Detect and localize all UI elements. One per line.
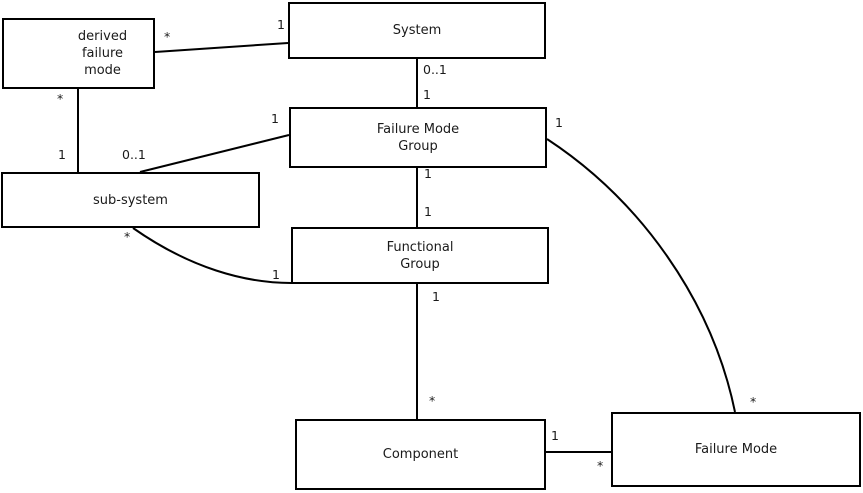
multiplicity-label-m-fmg-to-fg-one: 1 (424, 166, 432, 181)
multiplicity-label-m-subsystem-to-fmg-zeroone: 0..1 (122, 147, 146, 162)
multiplicity-label-m-fmg-to-fm-one: 1 (555, 115, 563, 130)
class-name-label: Failure Mode (694, 442, 778, 457)
multiplicity-label-m-component-to-fm-one: 1 (551, 428, 559, 443)
multiplicity-label-m-fm-to-component-star: * (597, 458, 604, 473)
multiplicity-label-m-fg-to-component-one: 1 (432, 289, 440, 304)
multiplicity-label-m-subsystem-to-dfm-one: 1 (58, 147, 66, 162)
multiplicity-label-m-fg-to-fmg-one: 1 (424, 204, 432, 219)
multiplicity-label-m-fm-to-fmg-star: * (750, 394, 757, 409)
class-name-label: derived failure mode (77, 29, 128, 78)
association-sub-system--failure-mode-group (139, 134, 290, 173)
association-failure-mode-group--failure-mode (546, 138, 736, 413)
multiplicity-label-m-fg-to-subsystem-one: 1 (272, 267, 280, 282)
multiplicity-label-m-system-to-fmg-zeroone: 0..1 (423, 62, 447, 77)
class-name-label: Failure Mode Group (376, 121, 460, 154)
class-name-label: Functional Group (386, 239, 454, 272)
class-name-label: System (392, 23, 442, 38)
class-box-sub-system[interactable]: sub-system (1, 172, 260, 228)
class-name-label: Component (382, 447, 459, 462)
class-box-derived-failure-mode[interactable]: derived failure mode (2, 18, 155, 89)
multiplicity-label-m-subsystem-to-fg-star: * (124, 229, 131, 244)
association-sub-system--functional-group (132, 227, 292, 284)
class-box-failure-mode[interactable]: Failure Mode (611, 412, 861, 487)
class-box-component[interactable]: Component (295, 419, 546, 490)
class-box-functional-group[interactable]: Functional Group (291, 227, 549, 284)
multiplicity-label-m-component-to-fg-star: * (429, 393, 436, 408)
multiplicity-label-m-fmg-to-system-one: 1 (423, 87, 431, 102)
multiplicity-label-m-dfm-to-system-star: * (164, 29, 171, 44)
association-derived-failure-mode--system (154, 42, 289, 53)
class-name-label: sub-system (93, 192, 168, 208)
multiplicity-label-m-system-to-dfm-one: 1 (277, 17, 285, 32)
class-box-failure-mode-group[interactable]: Failure Mode Group (289, 107, 547, 168)
class-box-system[interactable]: System (288, 2, 546, 59)
multiplicity-label-m-dfm-to-subsystem-star: * (57, 91, 64, 106)
multiplicity-label-m-fmg-to-subsystem-one: 1 (271, 111, 279, 126)
